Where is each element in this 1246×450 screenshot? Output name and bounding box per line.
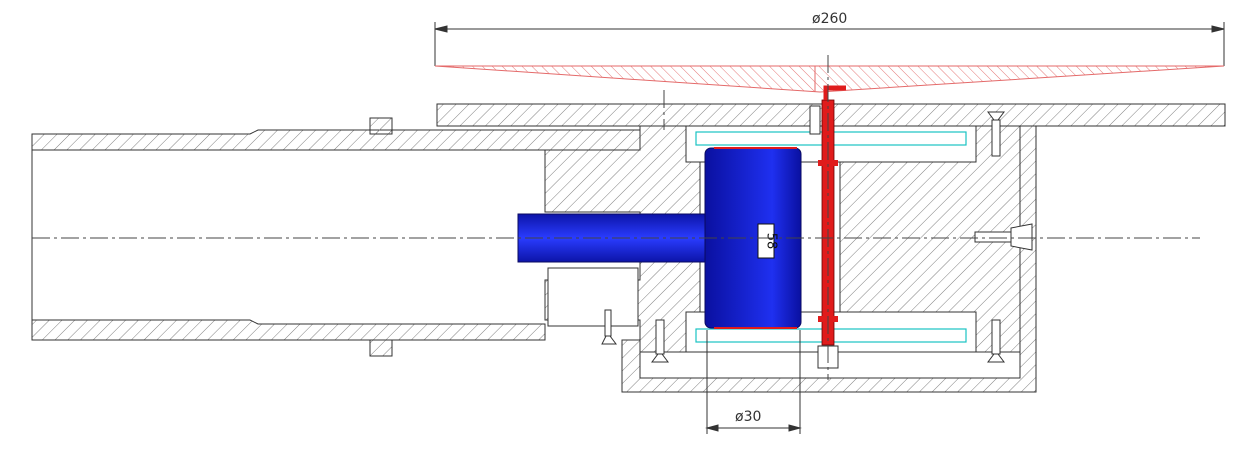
top-dimension xyxy=(434,22,1225,66)
bottom-plate xyxy=(621,125,1037,393)
bottom-diameter-label: ø30 xyxy=(735,409,761,425)
bottom-dimension xyxy=(705,330,802,434)
top-diameter-label: ø260 xyxy=(812,11,847,27)
screws xyxy=(601,105,1033,369)
red-conical-disc xyxy=(434,65,1225,93)
center-lines xyxy=(32,55,1200,380)
part-number-label: 58 xyxy=(764,233,779,250)
